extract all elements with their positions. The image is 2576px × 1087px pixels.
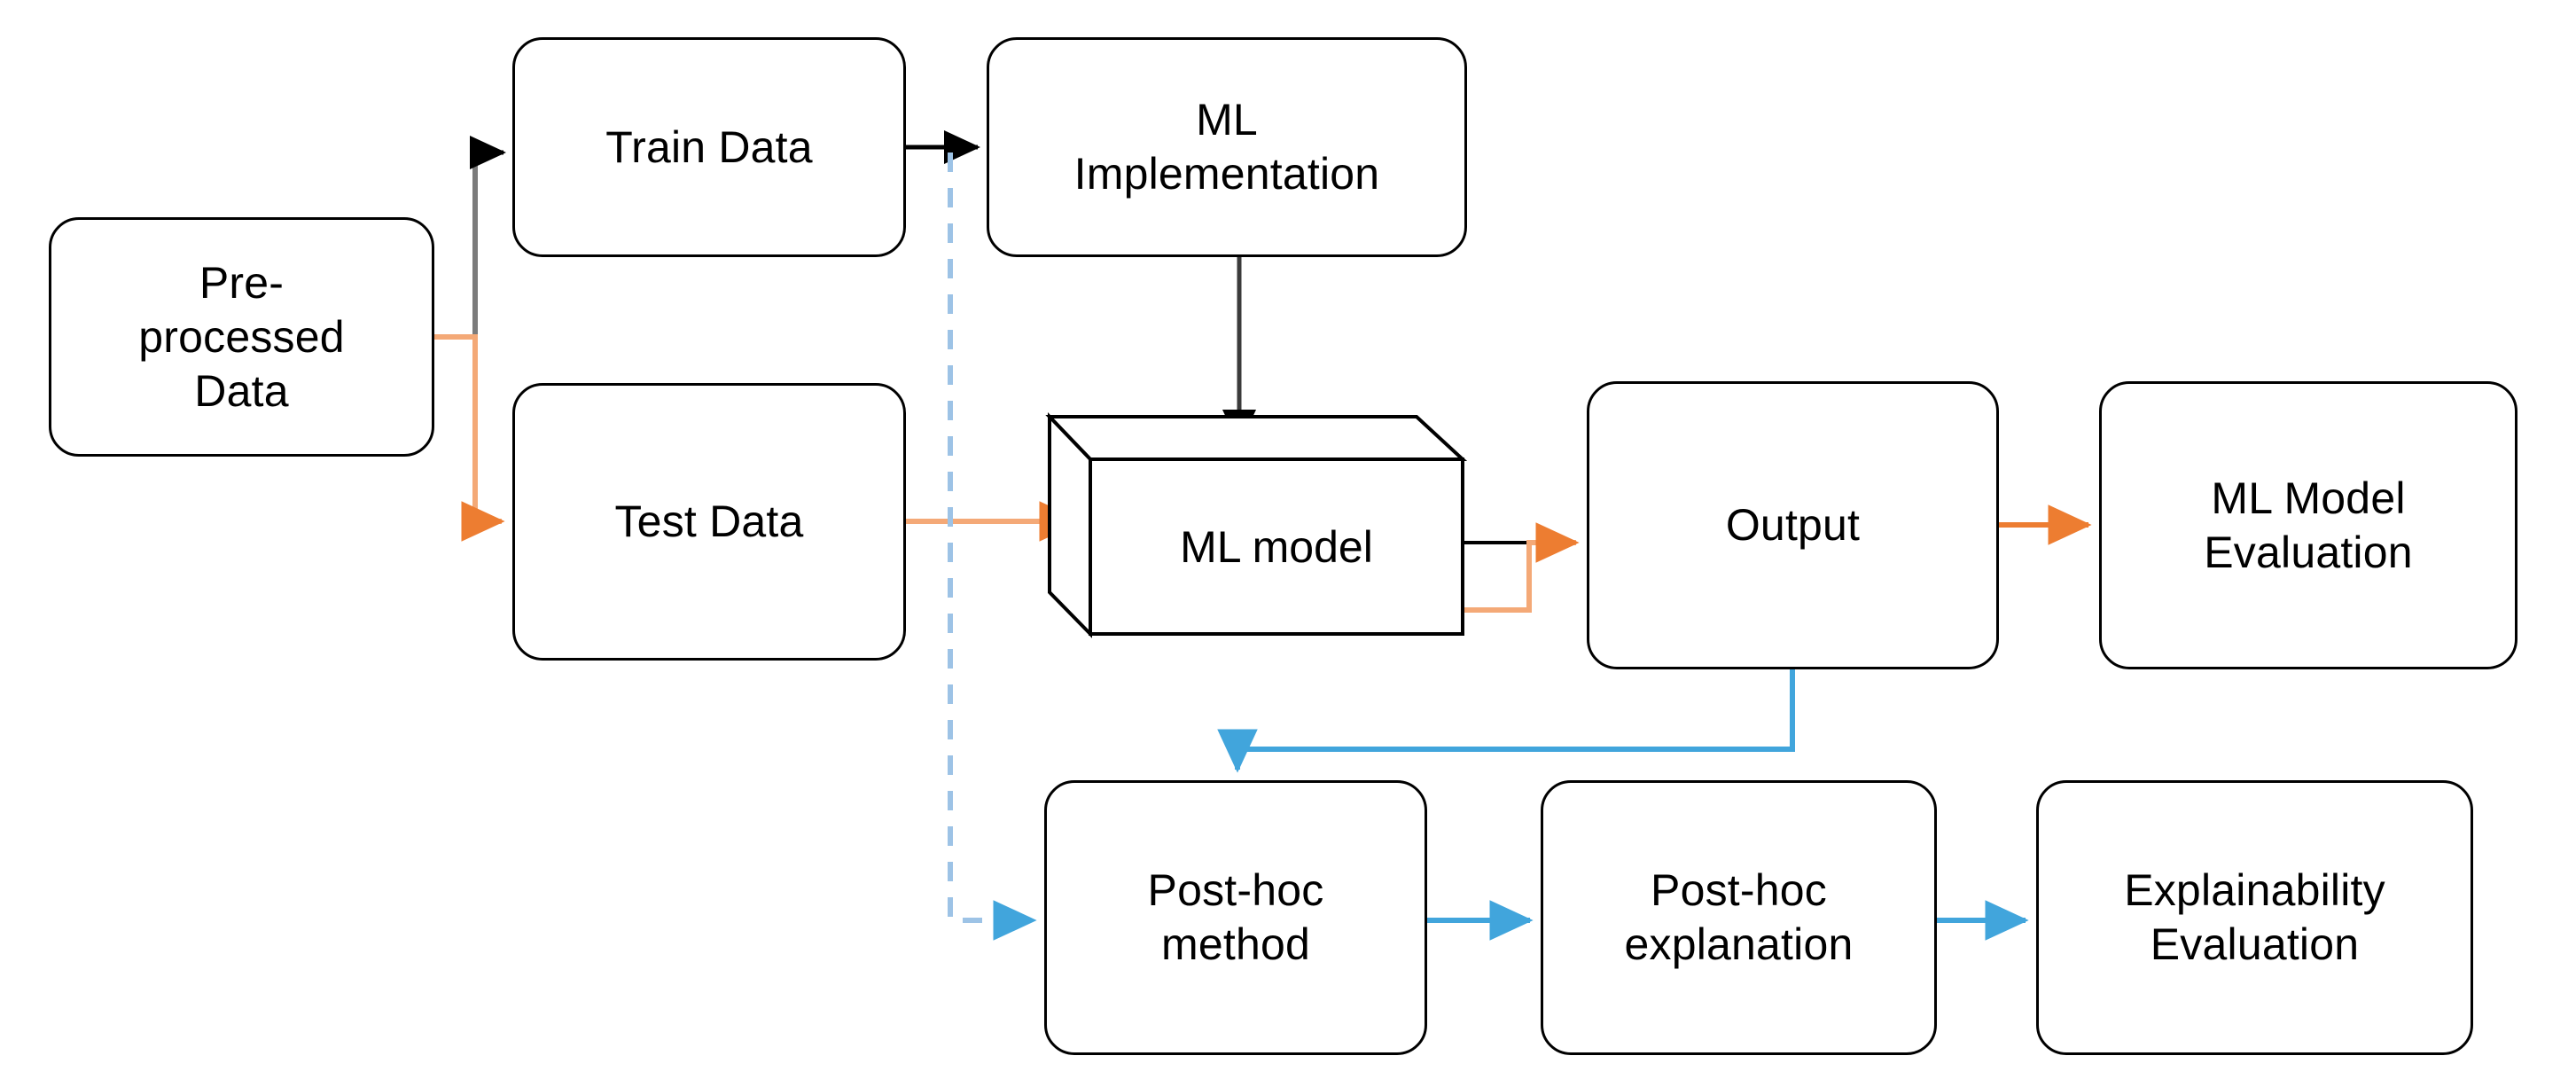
- node-preprocessed-data[interactable]: Pre- processed Data: [49, 217, 434, 457]
- node-train-data[interactable]: Train Data: [512, 37, 906, 257]
- node-output[interactable]: Output: [1587, 381, 1999, 669]
- edge-train-to-post-hoc-method: [948, 152, 1037, 941]
- node-ml-implementation[interactable]: ML Implementation: [987, 37, 1467, 257]
- node-ml-model-evaluation[interactable]: ML Model Evaluation: [2099, 381, 2517, 669]
- edge-preprocessed-to-train: [434, 136, 507, 340]
- edge-ml-model-to-output: [1463, 522, 1580, 613]
- node-test-data[interactable]: Test Data: [512, 383, 906, 661]
- node-ml-model-label[interactable]: ML model: [1180, 521, 1373, 572]
- node-post-hoc-explanation[interactable]: Post-hoc explanation: [1541, 780, 1937, 1055]
- node-post-hoc-method[interactable]: Post-hoc method: [1044, 780, 1427, 1055]
- edge-output-to-post-hoc-method: [1217, 669, 1795, 773]
- node-explainability-evaluation[interactable]: Explainability Evaluation: [2036, 780, 2473, 1055]
- edge-preprocessed-to-test: [434, 334, 505, 542]
